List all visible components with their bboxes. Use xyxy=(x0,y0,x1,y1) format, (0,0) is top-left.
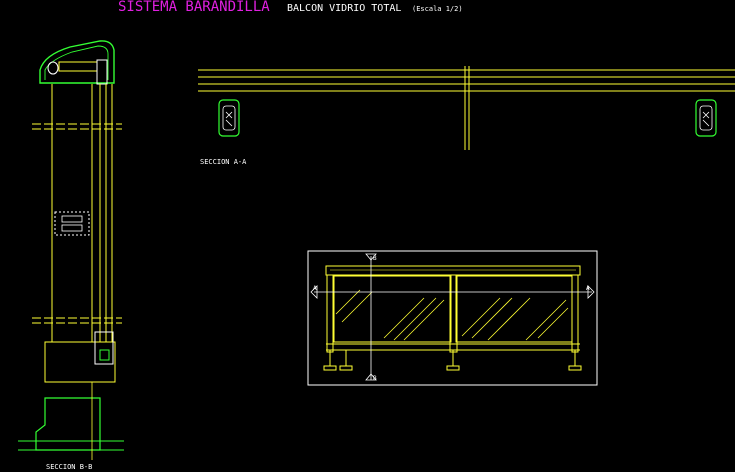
section-bb-label: SECCION B-B xyxy=(46,463,92,471)
cut-arrow-top xyxy=(365,253,377,261)
cut-arrow-left xyxy=(310,285,318,299)
glass-panel-left xyxy=(333,275,452,343)
drawing-title: SISTEMA BARANDILLA xyxy=(118,0,270,15)
drawing-subtitle: BALCON VIDRIO TOTAL xyxy=(287,3,401,14)
glass-panel-right xyxy=(455,275,573,343)
elevation-view: B B A A xyxy=(307,250,598,386)
connector-inner-bottom xyxy=(61,224,83,232)
section-aa-drawing: SECCION A-A xyxy=(198,66,735,166)
cut-arrow-right xyxy=(587,285,595,299)
drawing-scale: (Escala 1/2) xyxy=(412,5,463,13)
glass-hatch xyxy=(335,289,569,341)
post-profile-left-inner xyxy=(222,105,236,131)
post-left xyxy=(326,274,334,353)
handrail-gasket xyxy=(47,61,59,75)
cut-arrow-bottom xyxy=(365,373,377,381)
base-clip-inner xyxy=(99,349,110,361)
connector-box xyxy=(54,211,90,236)
section-bb-drawing: SECCION B-B xyxy=(18,40,124,471)
handrail-channel xyxy=(58,61,98,72)
elevation-posts xyxy=(326,274,579,353)
base-clip-outer xyxy=(94,331,114,365)
post-profile-right-inner xyxy=(699,105,713,131)
post-profile-right-mark xyxy=(702,111,710,127)
elevation-handrail xyxy=(325,265,581,276)
cut-label-left: A xyxy=(313,285,317,292)
post-profile-right xyxy=(695,99,717,137)
elevation-feet xyxy=(323,350,582,371)
elevation-frame xyxy=(307,250,598,386)
handrail-cap-inner xyxy=(44,45,109,80)
handrail-cap-profile xyxy=(39,40,115,84)
post-right xyxy=(571,274,579,353)
post-profile-left xyxy=(218,99,240,137)
cut-label-bottom: B xyxy=(373,375,377,382)
post-profile-left-mark xyxy=(225,111,233,127)
cut-label-right: A xyxy=(586,285,590,292)
connector-inner-top xyxy=(61,215,83,223)
section-aa-label: SECCION A-A xyxy=(200,158,247,166)
concrete-slab xyxy=(35,397,101,451)
cut-label-top: B xyxy=(373,255,377,262)
base-bracket xyxy=(44,341,116,383)
handrail-clip xyxy=(96,59,108,85)
